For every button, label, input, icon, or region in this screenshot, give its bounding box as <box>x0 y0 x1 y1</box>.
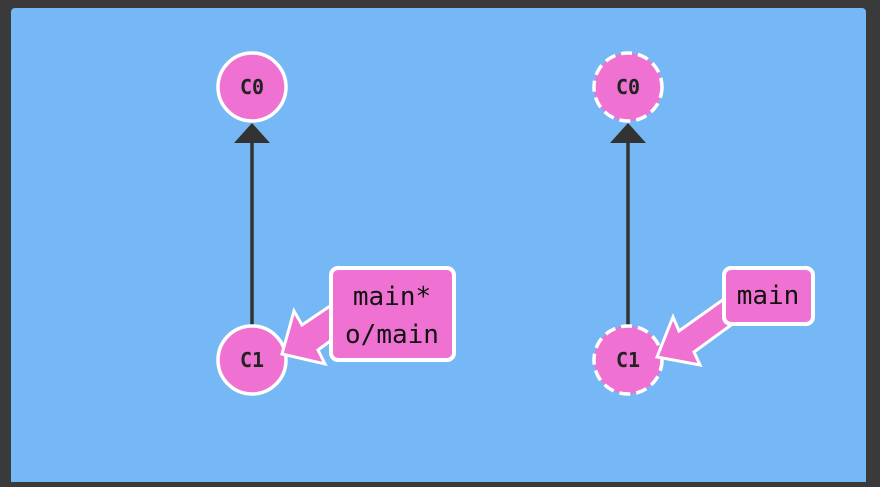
right-commit-c0[interactable]: C0 <box>592 51 664 123</box>
left-branch-label-origin-main: o/main <box>345 320 439 350</box>
right-commit-c1[interactable]: C1 <box>592 324 664 396</box>
right-branch-tag[interactable]: main <box>722 266 815 326</box>
left-repository: C0 C1 main* o/main <box>216 51 456 396</box>
right-edge-arrowhead <box>610 123 646 143</box>
left-branch-tag[interactable]: main* o/main <box>329 266 456 362</box>
right-commit-c0-label: C0 <box>616 75 640 99</box>
canvas-background <box>11 8 866 487</box>
right-commit-c1-label: C1 <box>616 348 640 372</box>
left-commit-c1-label: C1 <box>240 348 264 372</box>
left-commit-c1[interactable]: C1 <box>216 324 288 396</box>
right-repository: C0 C1 main <box>592 51 815 396</box>
left-commit-c0[interactable]: C0 <box>216 51 288 123</box>
left-branch-label-main: main* <box>353 282 431 312</box>
left-edge-arrowhead <box>234 123 270 143</box>
right-branch-label-main: main <box>737 281 800 311</box>
left-commit-c0-label: C0 <box>240 75 264 99</box>
